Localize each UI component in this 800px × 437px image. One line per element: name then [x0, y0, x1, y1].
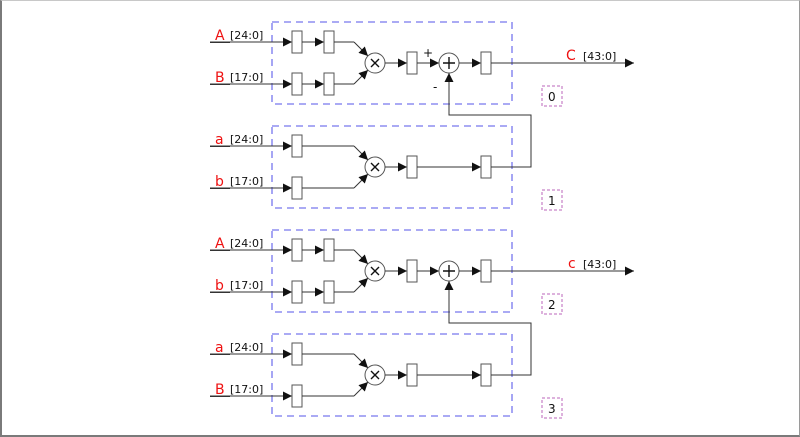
block-tag-label: 0 — [548, 90, 556, 104]
dsp-block-3: 3 a [24:0] B [17:0] — [210, 281, 563, 419]
input-signal-name: b — [215, 174, 224, 190]
cascade-feedback-wire — [444, 281, 532, 376]
input-signal-name: b — [215, 278, 224, 294]
input-signal-width: [17:0] — [230, 279, 263, 292]
output-signal-width: [43:0] — [583, 258, 616, 271]
input-signal-name: A — [215, 28, 225, 44]
times-icon — [370, 266, 380, 276]
register — [291, 30, 303, 54]
register — [406, 259, 418, 283]
register — [406, 51, 418, 75]
input-signal-width: [17:0] — [230, 71, 263, 84]
register — [480, 51, 492, 75]
adder — [438, 260, 460, 282]
input-signal-width: [24:0] — [230, 237, 263, 250]
block-tag-box — [541, 293, 563, 315]
wire-arrow — [353, 381, 369, 397]
output-signal-name: C — [566, 48, 576, 64]
wire-arrow — [353, 353, 369, 369]
times-icon — [370, 58, 380, 68]
wire-arrow — [353, 277, 369, 293]
register — [323, 280, 335, 304]
wire-arrow — [353, 249, 369, 265]
cascade-feedback-wire — [444, 73, 532, 168]
register — [323, 30, 335, 54]
input-signal-name: a — [215, 340, 224, 356]
register — [323, 238, 335, 262]
times-icon — [370, 370, 380, 380]
block-tag-label: 2 — [548, 298, 556, 312]
plus-icon — [443, 57, 455, 69]
block-tag-box — [541, 189, 563, 211]
multiplier — [364, 52, 386, 74]
register — [480, 363, 492, 387]
output-signal-width: [43:0] — [583, 50, 616, 63]
register — [291, 134, 303, 158]
register — [291, 280, 303, 304]
input-signal-name: B — [215, 70, 225, 86]
register — [291, 384, 303, 408]
wire-arrow — [353, 145, 369, 161]
block-tag-label: 3 — [548, 402, 556, 416]
dsp-block-0: 0 A [24:0] B [17:0] C [43:0] + - — [210, 21, 634, 107]
plus-icon — [443, 265, 455, 277]
multiplier — [364, 364, 386, 386]
register — [406, 363, 418, 387]
input-signal-width: [24:0] — [230, 341, 263, 354]
register — [291, 342, 303, 366]
input-signal-name: A — [215, 236, 225, 252]
block-tag-label: 1 — [548, 194, 556, 208]
input-signal-width: [17:0] — [230, 175, 263, 188]
wire-arrow — [353, 69, 369, 85]
block-tag-box — [541, 85, 563, 107]
wire-arrow — [353, 41, 369, 57]
input-signal-name: B — [215, 382, 225, 398]
input-signal-width: [24:0] — [230, 29, 263, 42]
register — [406, 155, 418, 179]
input-signal-width: [24:0] — [230, 133, 263, 146]
dsp-block-2: 2 A [24:0] b [17:0] c [43:0] — [210, 229, 634, 315]
input-signal-width: [17:0] — [230, 383, 263, 396]
register — [480, 259, 492, 283]
register — [291, 72, 303, 96]
adder-plus-sign: + — [423, 46, 433, 60]
adder-minus-sign: - — [433, 80, 437, 94]
wire-arrow — [353, 173, 369, 189]
dsp-block-1: 1 a [24:0] b [17:0] — [210, 73, 563, 211]
register — [291, 238, 303, 262]
block-tag-box — [541, 397, 563, 419]
multiplier — [364, 260, 386, 282]
times-icon — [370, 162, 380, 172]
adder — [438, 52, 460, 74]
input-signal-name: a — [215, 132, 224, 148]
register — [323, 72, 335, 96]
output-signal-name: c — [568, 256, 576, 272]
register — [291, 176, 303, 200]
register — [480, 155, 492, 179]
multiplier — [364, 156, 386, 178]
